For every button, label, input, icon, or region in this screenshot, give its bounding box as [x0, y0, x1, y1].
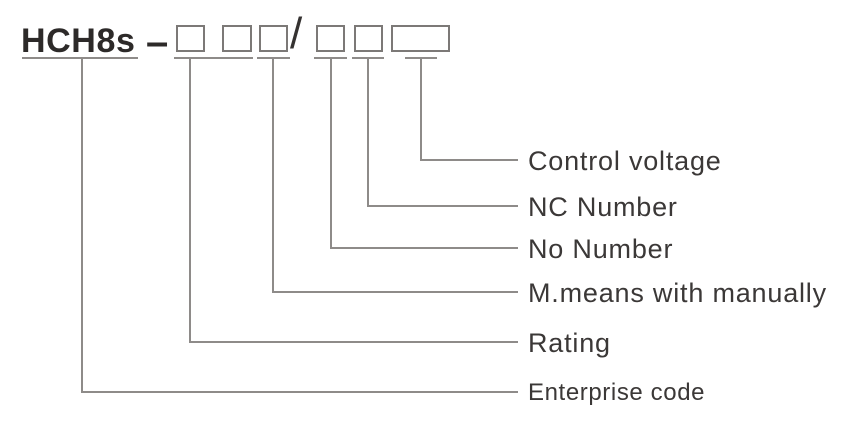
- nc-number-box: [354, 25, 383, 52]
- underline-nc-number: [352, 57, 384, 59]
- connector-manual-horizontal: [272, 291, 518, 293]
- rating-box-1: [176, 25, 205, 52]
- manual-box: [259, 25, 288, 52]
- label-manual: M.means with manually: [528, 278, 827, 308]
- connector-enterprise-code-vertical: [81, 59, 83, 393]
- connector-enterprise-code-horizontal: [81, 391, 518, 393]
- connector-control-voltage-vertical: [420, 59, 422, 161]
- dash-separator: –: [146, 20, 169, 64]
- control-voltage-box: [391, 25, 450, 52]
- connector-manual-vertical: [272, 59, 274, 293]
- connector-no-number-vertical: [330, 59, 332, 249]
- label-no-number: No Number: [528, 234, 674, 264]
- no-number-box: [316, 25, 345, 52]
- connector-control-voltage-horizontal: [420, 159, 518, 161]
- underline-rating: [174, 57, 253, 59]
- connector-rating-vertical: [189, 59, 191, 343]
- rating-box-2: [222, 25, 252, 52]
- underline-manual: [257, 57, 290, 59]
- connector-nc-number-vertical: [367, 59, 369, 207]
- label-nc-number: NC Number: [528, 192, 678, 222]
- slash-separator: /: [290, 9, 303, 58]
- connector-nc-number-horizontal: [367, 205, 518, 207]
- underline-enterprise-code: [22, 57, 138, 59]
- label-rating: Rating: [528, 328, 611, 358]
- connector-rating-horizontal: [189, 341, 518, 343]
- underline-control-voltage: [405, 57, 437, 59]
- label-enterprise-code: Enterprise code: [528, 379, 706, 406]
- connector-no-number-horizontal: [330, 247, 518, 249]
- model-prefix: HCH8s: [21, 22, 136, 60]
- underline-no-number: [314, 57, 347, 59]
- label-control-voltage: Control voltage: [528, 146, 722, 176]
